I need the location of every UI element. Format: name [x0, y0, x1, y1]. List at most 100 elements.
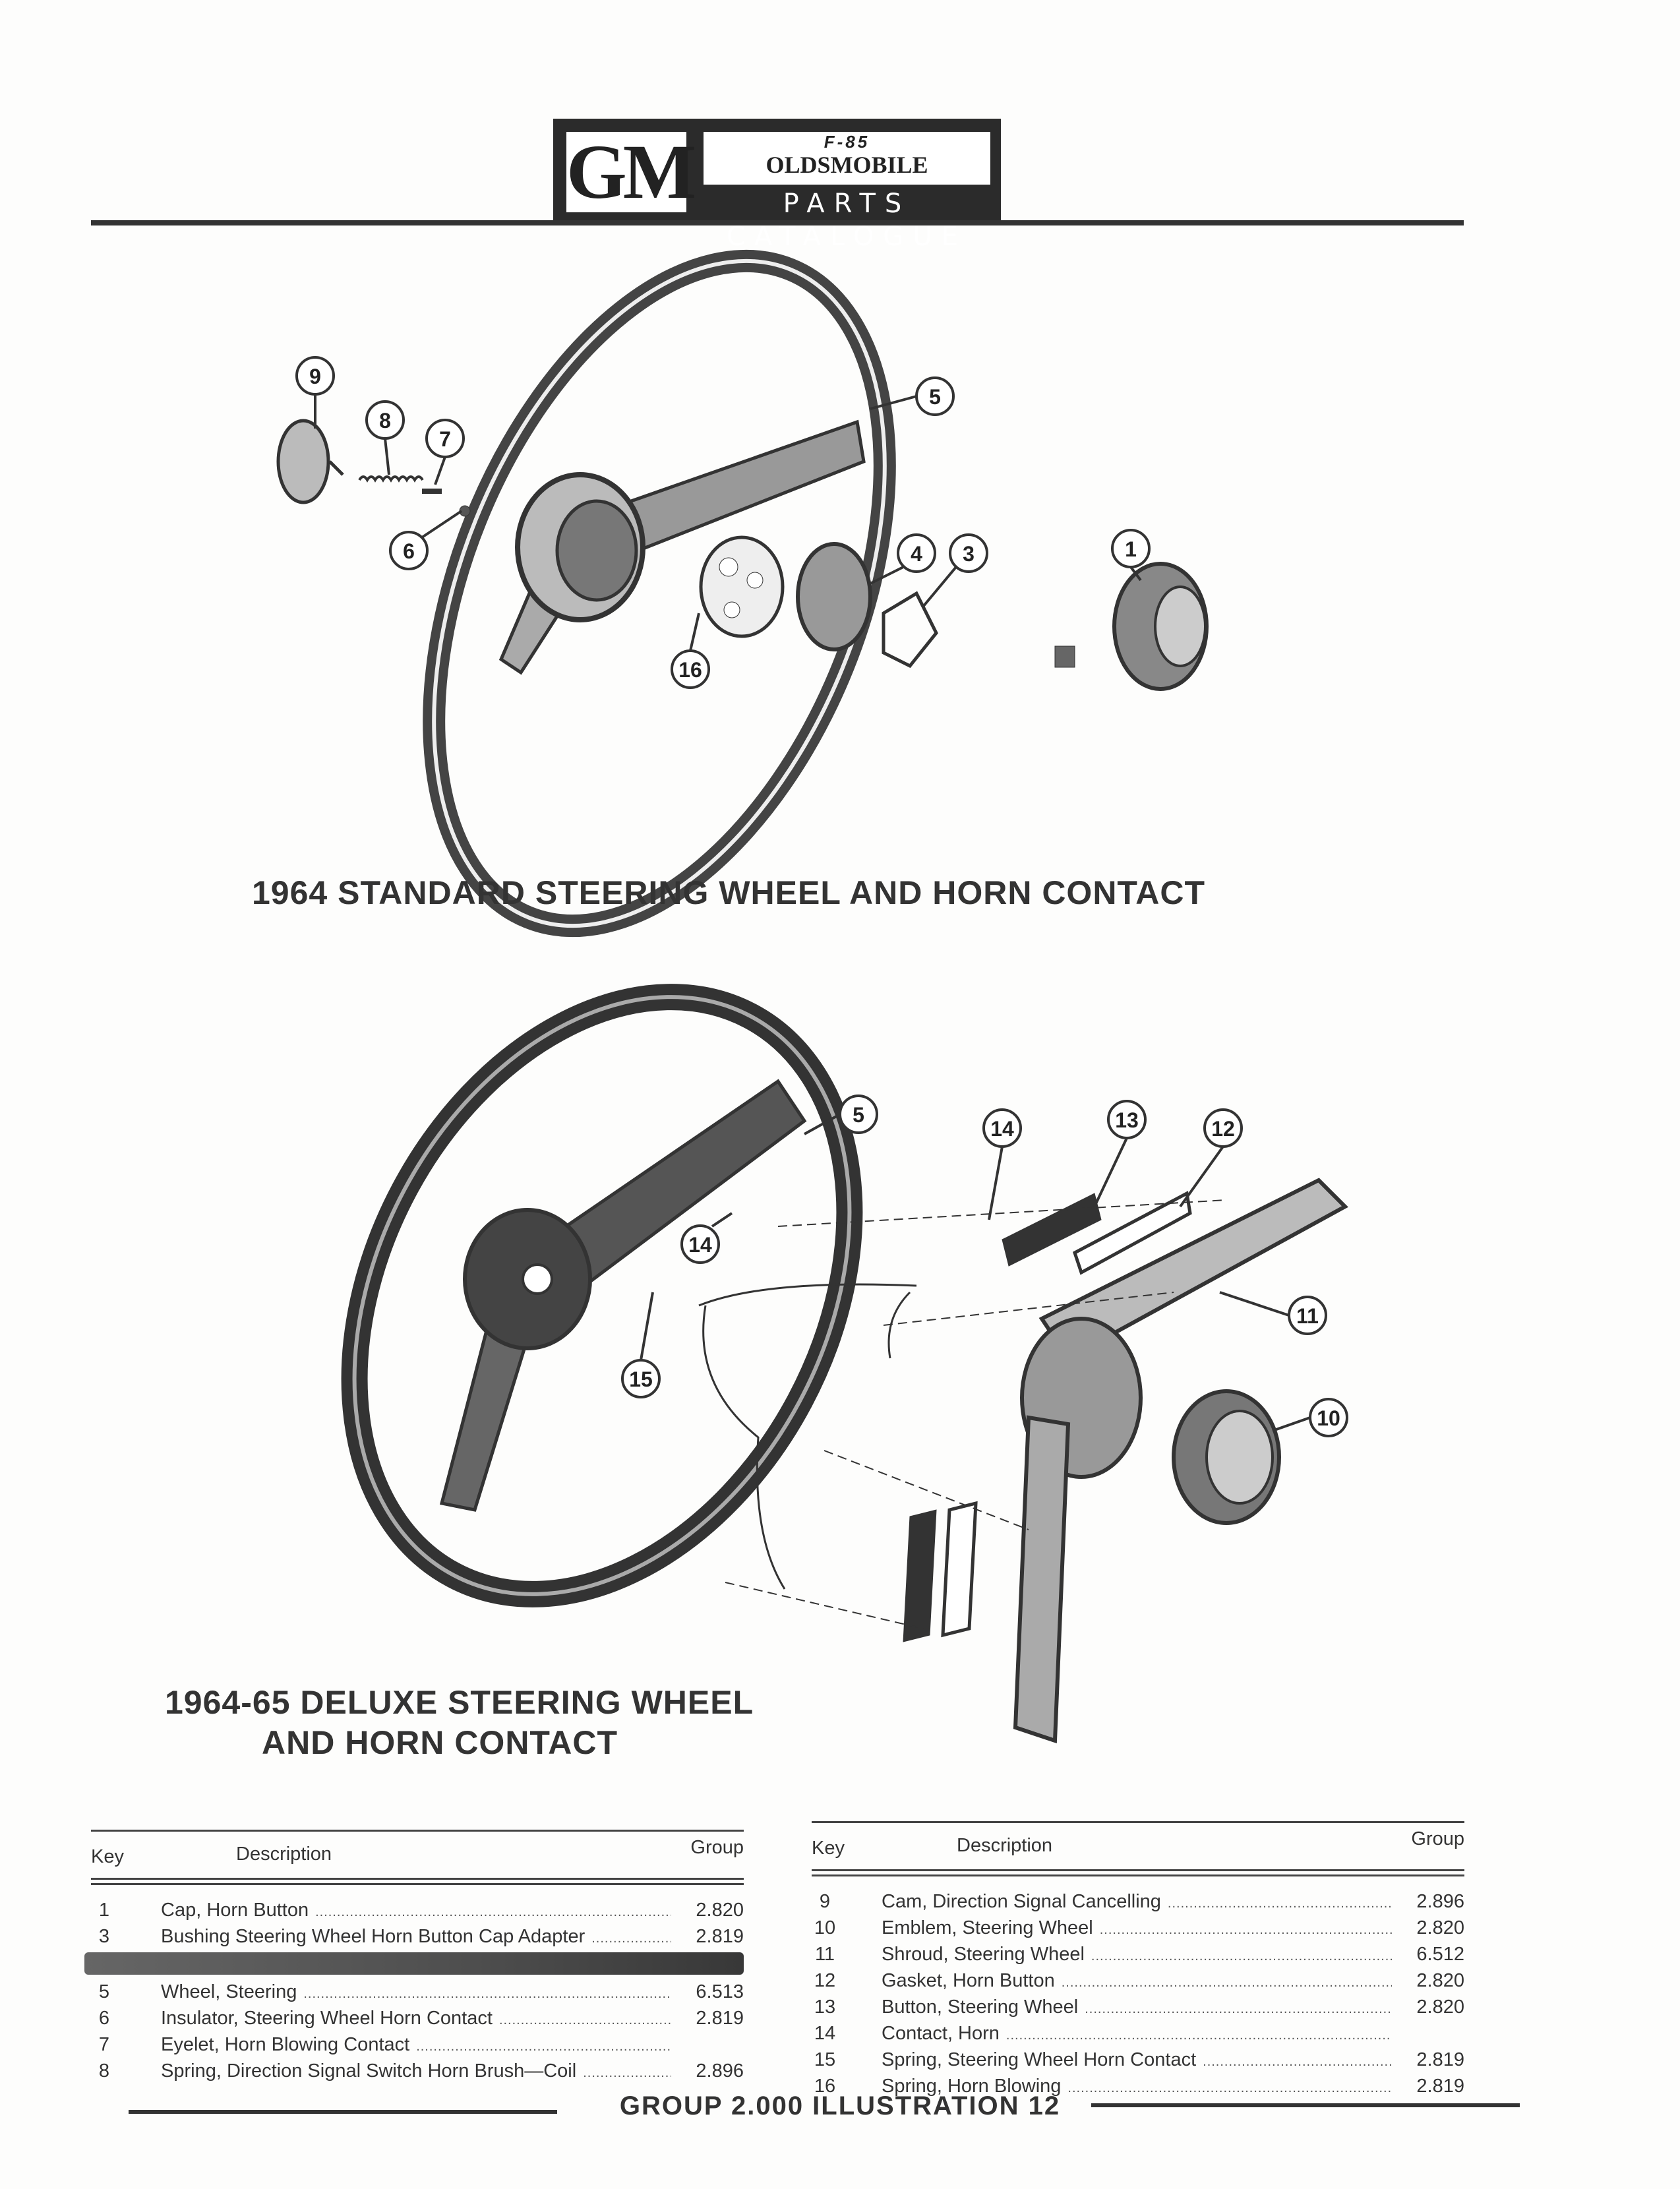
svg-text:5: 5: [853, 1103, 864, 1127]
row-key: 14: [814, 2023, 836, 2044]
f85-model-mark: F-85: [824, 132, 870, 152]
svg-text:5: 5: [929, 385, 941, 409]
row-group: 2.819: [696, 2008, 744, 2029]
table-row: 12 Gasket, Horn Button 2.820: [812, 1967, 1464, 1994]
callout-7: 7: [425, 419, 465, 485]
header-key: Key: [91, 1846, 124, 1867]
header-description: Description: [236, 1844, 332, 1865]
row-group: 2.820: [1416, 1996, 1464, 2018]
row-description: Gasket, Horn Button: [882, 1970, 1055, 1991]
row-key: 11: [814, 1944, 835, 1965]
parts-catalogue-label: PARTS CATALOGUE: [727, 189, 967, 252]
row-group: 2.896: [1416, 1891, 1464, 1912]
row-group: 2.820: [1416, 1917, 1464, 1938]
row-description: Bushing Steering Wheel Horn Button Cap A…: [161, 1926, 585, 1947]
row-description: Contact, Horn: [882, 2023, 1000, 2044]
svg-text:14: 14: [990, 1117, 1014, 1141]
callout-5-bottom: 5: [804, 1094, 878, 1135]
row-description: Spring, Direction Signal Switch Horn Bru…: [161, 2060, 577, 2082]
row-key: 12: [814, 1970, 836, 1991]
callout-16: 16: [671, 613, 710, 689]
row-description: Cam, Direction Signal Cancelling: [882, 1891, 1161, 1912]
callout-8: 8: [365, 400, 405, 475]
row-key: 13: [814, 1996, 836, 2018]
row-key: 3: [98, 1926, 110, 1947]
table-row: 9 Cam, Direction Signal Cancelling 2.896: [812, 1888, 1464, 1915]
svg-text:3: 3: [963, 542, 975, 566]
table-row: 13 Button, Steering Wheel 2.820: [812, 1994, 1464, 2020]
row-description: Eyelet, Horn Blowing Contact: [161, 2034, 410, 2055]
callout-14-left: 14: [680, 1212, 733, 1264]
table-row: 6 Insulator, Steering Wheel Horn Contact 2…: [91, 2005, 744, 2031]
row-group: 2.820: [696, 1900, 744, 1921]
svg-text:10: 10: [1317, 1406, 1340, 1430]
row-description: Wheel, Steering: [161, 1981, 297, 2002]
gm-parts-catalogue-logo: GM F-85 OLDSMOBILE PARTS CATALOGUE: [553, 119, 1001, 252]
deluxe-steering-wheel-drawing: [341, 984, 1348, 1744]
svg-text:9: 9: [309, 365, 321, 388]
row-group: 6.512: [1416, 1944, 1464, 1965]
svg-text:12: 12: [1211, 1117, 1235, 1141]
svg-text:1: 1: [1125, 537, 1137, 561]
table-row: 14 Contact, Horn: [812, 2020, 1464, 2047]
row-description: Spring, Horn Blowing: [882, 2076, 1062, 2097]
figure1-caption: 1964 STANDARD STEERING WHEEL AND HORN CO…: [252, 874, 1206, 911]
figure2-caption-line2: AND HORN CONTACT: [262, 1724, 618, 1761]
row-group: 2.896: [696, 2060, 744, 2082]
callout-11: 11: [1219, 1291, 1327, 1335]
callout-3: 3: [922, 533, 988, 608]
row-key: 10: [814, 1917, 836, 1938]
row-key: 7: [98, 2034, 110, 2055]
callout-1: 1: [1111, 529, 1151, 582]
table-row: 3 Bushing Steering Wheel Horn Button Cap …: [91, 1923, 744, 1950]
svg-text:13: 13: [1115, 1108, 1139, 1132]
oldsmobile-box: F-85 OLDSMOBILE: [704, 132, 990, 185]
row-description: Emblem, Steering Wheel: [882, 1917, 1093, 1938]
row-group: 2.819: [1416, 2049, 1464, 2070]
callout-6: 6: [389, 510, 463, 570]
table-row: 10 Emblem, Steering Wheel 2.820: [812, 1915, 1464, 1941]
callouts: 9 8 7 6 5 4 3 1 16 5 14 13 12 14 15 11 1…: [295, 356, 1348, 1437]
table-row: 16 Spring, Horn Blowing 2.819: [812, 2073, 1464, 2099]
table-header: Key Description Group: [812, 1821, 1464, 1876]
table-header: Key Description Group: [91, 1830, 744, 1885]
row-key: 15: [814, 2049, 836, 2070]
row-key: 1: [98, 1900, 110, 1921]
svg-text:14: 14: [688, 1233, 712, 1257]
oldsmobile-wordmark: OLDSMOBILE: [765, 152, 928, 178]
callout-5-top: 5: [870, 376, 955, 416]
svg-text:4: 4: [911, 542, 922, 566]
row-description: Button, Steering Wheel: [882, 1996, 1079, 2018]
row-key: 9: [819, 1891, 831, 1912]
row-key: 5: [98, 1981, 110, 2002]
row-key: 16: [814, 2076, 836, 2097]
svg-text:6: 6: [403, 539, 415, 563]
row-description: Insulator, Steering Wheel Horn Contact: [161, 2008, 493, 2029]
callout-14-right: 14: [982, 1108, 1022, 1220]
callout-10: 10: [1272, 1398, 1348, 1437]
row-key: 6: [98, 2008, 110, 2029]
row-description: Spring, Steering Wheel Horn Contact: [882, 2049, 1197, 2070]
header-rule: [91, 220, 1464, 225]
svg-text:8: 8: [379, 409, 391, 433]
figure2-caption-line1: 1964-65 DELUXE STEERING WHEEL: [165, 1684, 754, 1721]
callout-12: 12: [1179, 1108, 1243, 1208]
footer-group-illustration: GROUP 2.000 ILLUSTRATION 12: [619, 2091, 1061, 2120]
table-row: 11 Shroud, Steering Wheel 6.512: [812, 1941, 1464, 1967]
callout-9: 9: [295, 356, 335, 429]
footer-rule-right: [1091, 2103, 1520, 2107]
svg-text:15: 15: [629, 1367, 653, 1391]
row-group: 2.820: [1416, 1970, 1464, 1991]
row-group: 2.819: [1416, 2076, 1464, 2097]
callout-4: 4: [870, 533, 936, 585]
svg-text:16: 16: [678, 658, 702, 682]
standard-steering-wheel-drawing: [276, 249, 1209, 938]
header-group: Group: [690, 1837, 744, 1858]
row-description: Shroud, Steering Wheel: [882, 1944, 1085, 1965]
